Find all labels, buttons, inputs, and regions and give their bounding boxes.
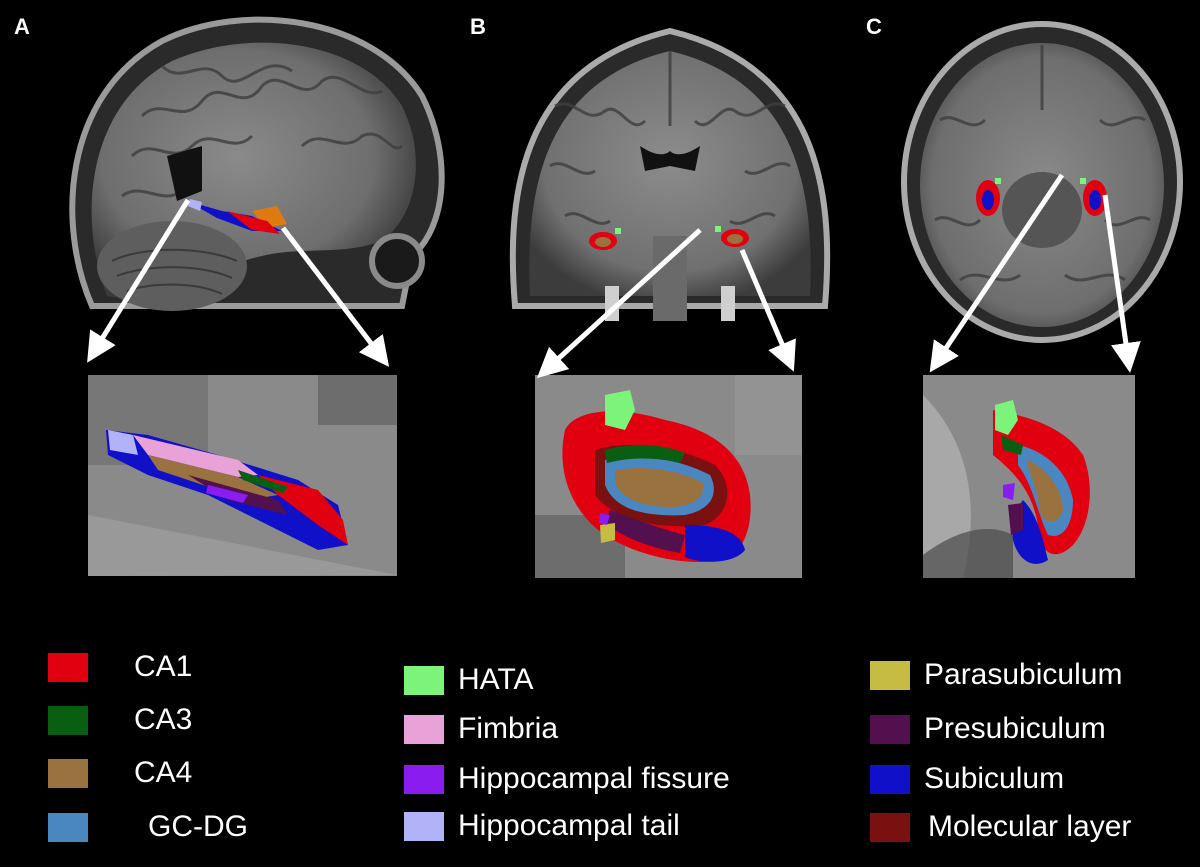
legend-item-presubiculum: Presubiculum [870, 714, 1106, 744]
sagittal-zoom-image [88, 375, 397, 576]
legend-label-ca1: CA1 [134, 650, 193, 683]
legend-swatch-hippocampal-fissure [404, 764, 444, 794]
panel-letter-b: B [470, 14, 486, 39]
legend-item-subiculum: Subiculum [870, 764, 1064, 794]
legend-swatch-hippocampal-tail [404, 811, 444, 841]
legend-item-fimbria: Fimbria [404, 714, 558, 744]
axial-zoom-image [923, 375, 1135, 578]
legend-label-subiculum: Subiculum [924, 762, 1065, 795]
legend-label-molecular-layer: Molecular layer [928, 810, 1132, 843]
legend-label-presubiculum: Presubiculum [924, 712, 1106, 745]
legend-swatch-ca4 [48, 758, 88, 788]
legend-swatch-gc-dg [48, 812, 88, 842]
legend-item-ca3: CA3 [48, 705, 192, 735]
legend-label-parasubiculum: Parasubiculum [924, 658, 1123, 691]
legend-swatch-ca3 [48, 705, 88, 735]
legend-label-gc-dg: GC-DG [148, 810, 248, 843]
legend-swatch-presubiculum [870, 714, 910, 744]
legend-label-ca3: CA3 [134, 703, 193, 736]
legend-label-hata: HATA [458, 663, 534, 696]
legend-swatch-ca1 [48, 652, 88, 682]
legend-item-molecular-layer: Molecular layer [870, 812, 1131, 842]
legend-label-fimbria: Fimbria [458, 712, 559, 745]
legend-item-hata: HATA [404, 665, 534, 695]
legend-item-ca4: CA4 [48, 758, 192, 788]
legend-label-hippocampal-fissure: Hippocampal fissure [458, 762, 730, 795]
legend-item-hippocampal-fissure: Hippocampal fissure [404, 764, 730, 794]
coronal-zoom-image [535, 375, 802, 578]
legend-label-hippocampal-tail: Hippocampal tail [458, 809, 680, 842]
legend-swatch-molecular-layer [870, 812, 910, 842]
pointer-arrows [87, 173, 1141, 379]
panel-letter-a: A [14, 14, 30, 39]
legend-swatch-subiculum [870, 764, 910, 794]
legend-item-ca1: CA1 [48, 652, 192, 682]
axial-mri-image [901, 21, 1183, 343]
legend-label-ca4: CA4 [134, 756, 193, 789]
legend-item-gc-dg: GC-DG [48, 812, 248, 842]
legend-swatch-hata [404, 665, 444, 695]
legend-swatch-parasubiculum [870, 660, 910, 690]
coronal-mri-image [509, 27, 831, 321]
panel-letter-c: C [866, 14, 882, 39]
legend-item-parasubiculum: Parasubiculum [870, 660, 1122, 690]
legend-item-hippocampal-tail: Hippocampal tail [404, 811, 680, 841]
legend-swatch-fimbria [404, 714, 444, 744]
